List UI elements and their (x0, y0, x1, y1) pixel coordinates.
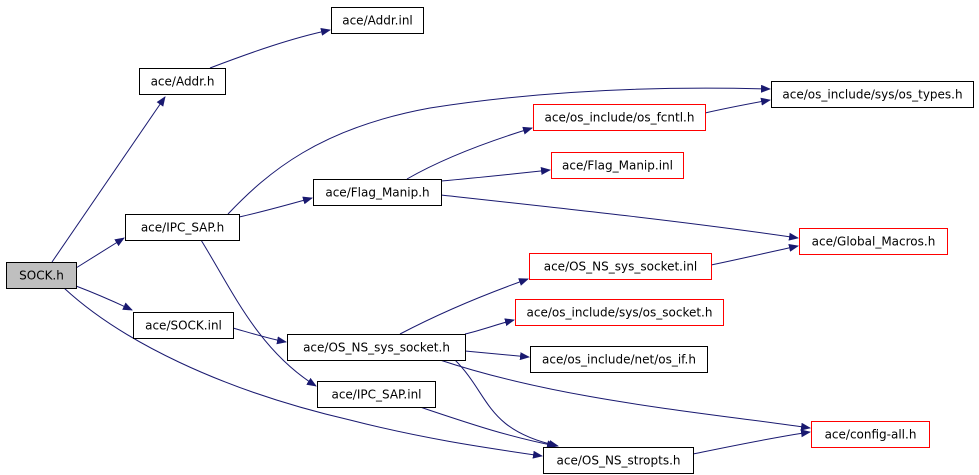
edge-os-ns-sys-socket-inl-to-global-macros-h (710, 243, 799, 266)
node-global-macros-h[interactable]: ace/Global_Macros.h (799, 228, 948, 255)
node-label: ace/config-all.h (825, 428, 917, 442)
node-box (133, 312, 234, 339)
node-box (313, 179, 442, 206)
node-label: ace/Flag_Manip.h (325, 186, 429, 200)
node-box (529, 253, 712, 280)
node-ipc-sap-inl[interactable]: ace/IPC_SAP.inl (317, 381, 436, 408)
edge-flag-manip-h-to-os-fcntl-h (406, 126, 533, 180)
node-box (6, 262, 77, 289)
node-os-ns-sys-socket-h[interactable]: ace/OS_NS_sys_socket.h (287, 334, 466, 361)
edge-ipc-sap-h-to-ipc-sap-inl (200, 239, 317, 387)
node-os-fcntl-h[interactable]: ace/os_include/os_fcntl.h (533, 104, 706, 131)
node-os-types-h[interactable]: ace/os_include/sys/os_types.h (771, 81, 974, 108)
node-box (331, 7, 424, 34)
edge-sock-h-to-os-ns-stropts-h (63, 287, 543, 459)
node-label: ace/Addr.inl (342, 14, 413, 28)
node-sock-inl[interactable]: ace/SOCK.inl (133, 312, 234, 339)
node-label: ace/OS_NS_sys_socket.h (303, 341, 450, 355)
edge-os-fcntl-h-to-os-types-h (704, 97, 771, 114)
node-config-all-h[interactable]: ace/config-all.h (811, 421, 930, 448)
edge-os-ns-sys-socket-h-to-os-if-h (464, 350, 530, 361)
node-addr-h[interactable]: ace/Addr.h (139, 68, 226, 95)
node-box (287, 334, 466, 361)
nodes-layer: SOCK.h ace/Addr.h ace/Addr.inl ace/IPC_SAP.… (6, 7, 974, 474)
node-ipc-sap-h[interactable]: ace/IPC_SAP.h (125, 214, 240, 241)
edge-ipc-sap-h-to-os-types-h (227, 84, 771, 215)
node-os-ns-sys-socket-inl[interactable]: ace/OS_NS_sys_socket.inl (529, 253, 712, 280)
node-box (125, 214, 240, 241)
node-flag-manip-inl[interactable]: ace/Flag_Manip.inl (551, 152, 684, 179)
edge-os-ns-stropts-h-to-config-all-h (692, 429, 811, 455)
edge-ipc-sap-inl-to-os-ns-stropts-h (419, 406, 557, 449)
node-label: ace/Addr.h (151, 75, 215, 89)
edge-os-ns-sys-socket-h-to-os-socket-h (464, 318, 515, 335)
node-label: ace/os_include/net/os_if.h (542, 353, 696, 367)
edge-sock-h-to-ipc-sap-h (75, 237, 125, 269)
node-box (543, 447, 694, 474)
node-label: ace/os_include/os_fcntl.h (545, 111, 695, 125)
node-os-socket-h[interactable]: ace/os_include/sys/os_socket.h (515, 299, 724, 326)
edges-layer (51, 27, 811, 459)
node-label: ace/Flag_Manip.inl (562, 159, 673, 173)
edge-os-ns-sys-socket-h-to-config-all-h (439, 359, 811, 431)
edge-sock-h-to-sock-inl (75, 285, 133, 311)
node-label: ace/os_include/sys/os_types.h (782, 88, 962, 102)
node-flag-manip-h[interactable]: ace/Flag_Manip.h (313, 179, 442, 206)
node-sock-h[interactable]: SOCK.h (6, 262, 77, 289)
edge-sock-h-to-addr-h (51, 96, 166, 263)
node-box (771, 81, 974, 108)
node-label: ace/SOCK.inl (145, 319, 222, 333)
edge-flag-manip-h-to-flag-manip-inl (440, 166, 551, 182)
node-label: ace/Global_Macros.h (812, 235, 936, 249)
edge-flag-manip-h-to-global-macros-h (440, 194, 799, 241)
edge-os-ns-sys-socket-h-to-os-ns-sys-socket-inl (399, 278, 529, 335)
node-label: SOCK.h (19, 269, 64, 283)
node-box (533, 104, 706, 131)
node-box (515, 299, 724, 326)
edge-ipc-sap-h-to-flag-manip-h (238, 196, 313, 218)
node-os-if-h[interactable]: ace/os_include/net/os_if.h (530, 346, 708, 373)
node-box (530, 346, 708, 373)
node-label: ace/IPC_SAP.h (141, 221, 224, 235)
edge-sock-inl-to-os-ns-sys-socket-h (232, 327, 287, 345)
edge-os-ns-sys-socket-h-to-os-ns-stropts-h (454, 359, 559, 448)
edge-addr-h-to-addr-inl (209, 27, 331, 69)
node-box (139, 68, 226, 95)
node-label: ace/IPC_SAP.inl (331, 388, 421, 402)
node-box (317, 381, 436, 408)
node-box (799, 228, 948, 255)
node-os-ns-stropts-h[interactable]: ace/OS_NS_stropts.h (543, 447, 694, 474)
node-label: ace/OS_NS_stropts.h (557, 454, 681, 468)
node-box (811, 421, 930, 448)
node-label: ace/os_include/sys/os_socket.h (527, 306, 713, 320)
node-addr-inl[interactable]: ace/Addr.inl (331, 7, 424, 34)
node-box (551, 152, 684, 179)
node-label: ace/OS_NS_sys_socket.inl (544, 260, 698, 274)
